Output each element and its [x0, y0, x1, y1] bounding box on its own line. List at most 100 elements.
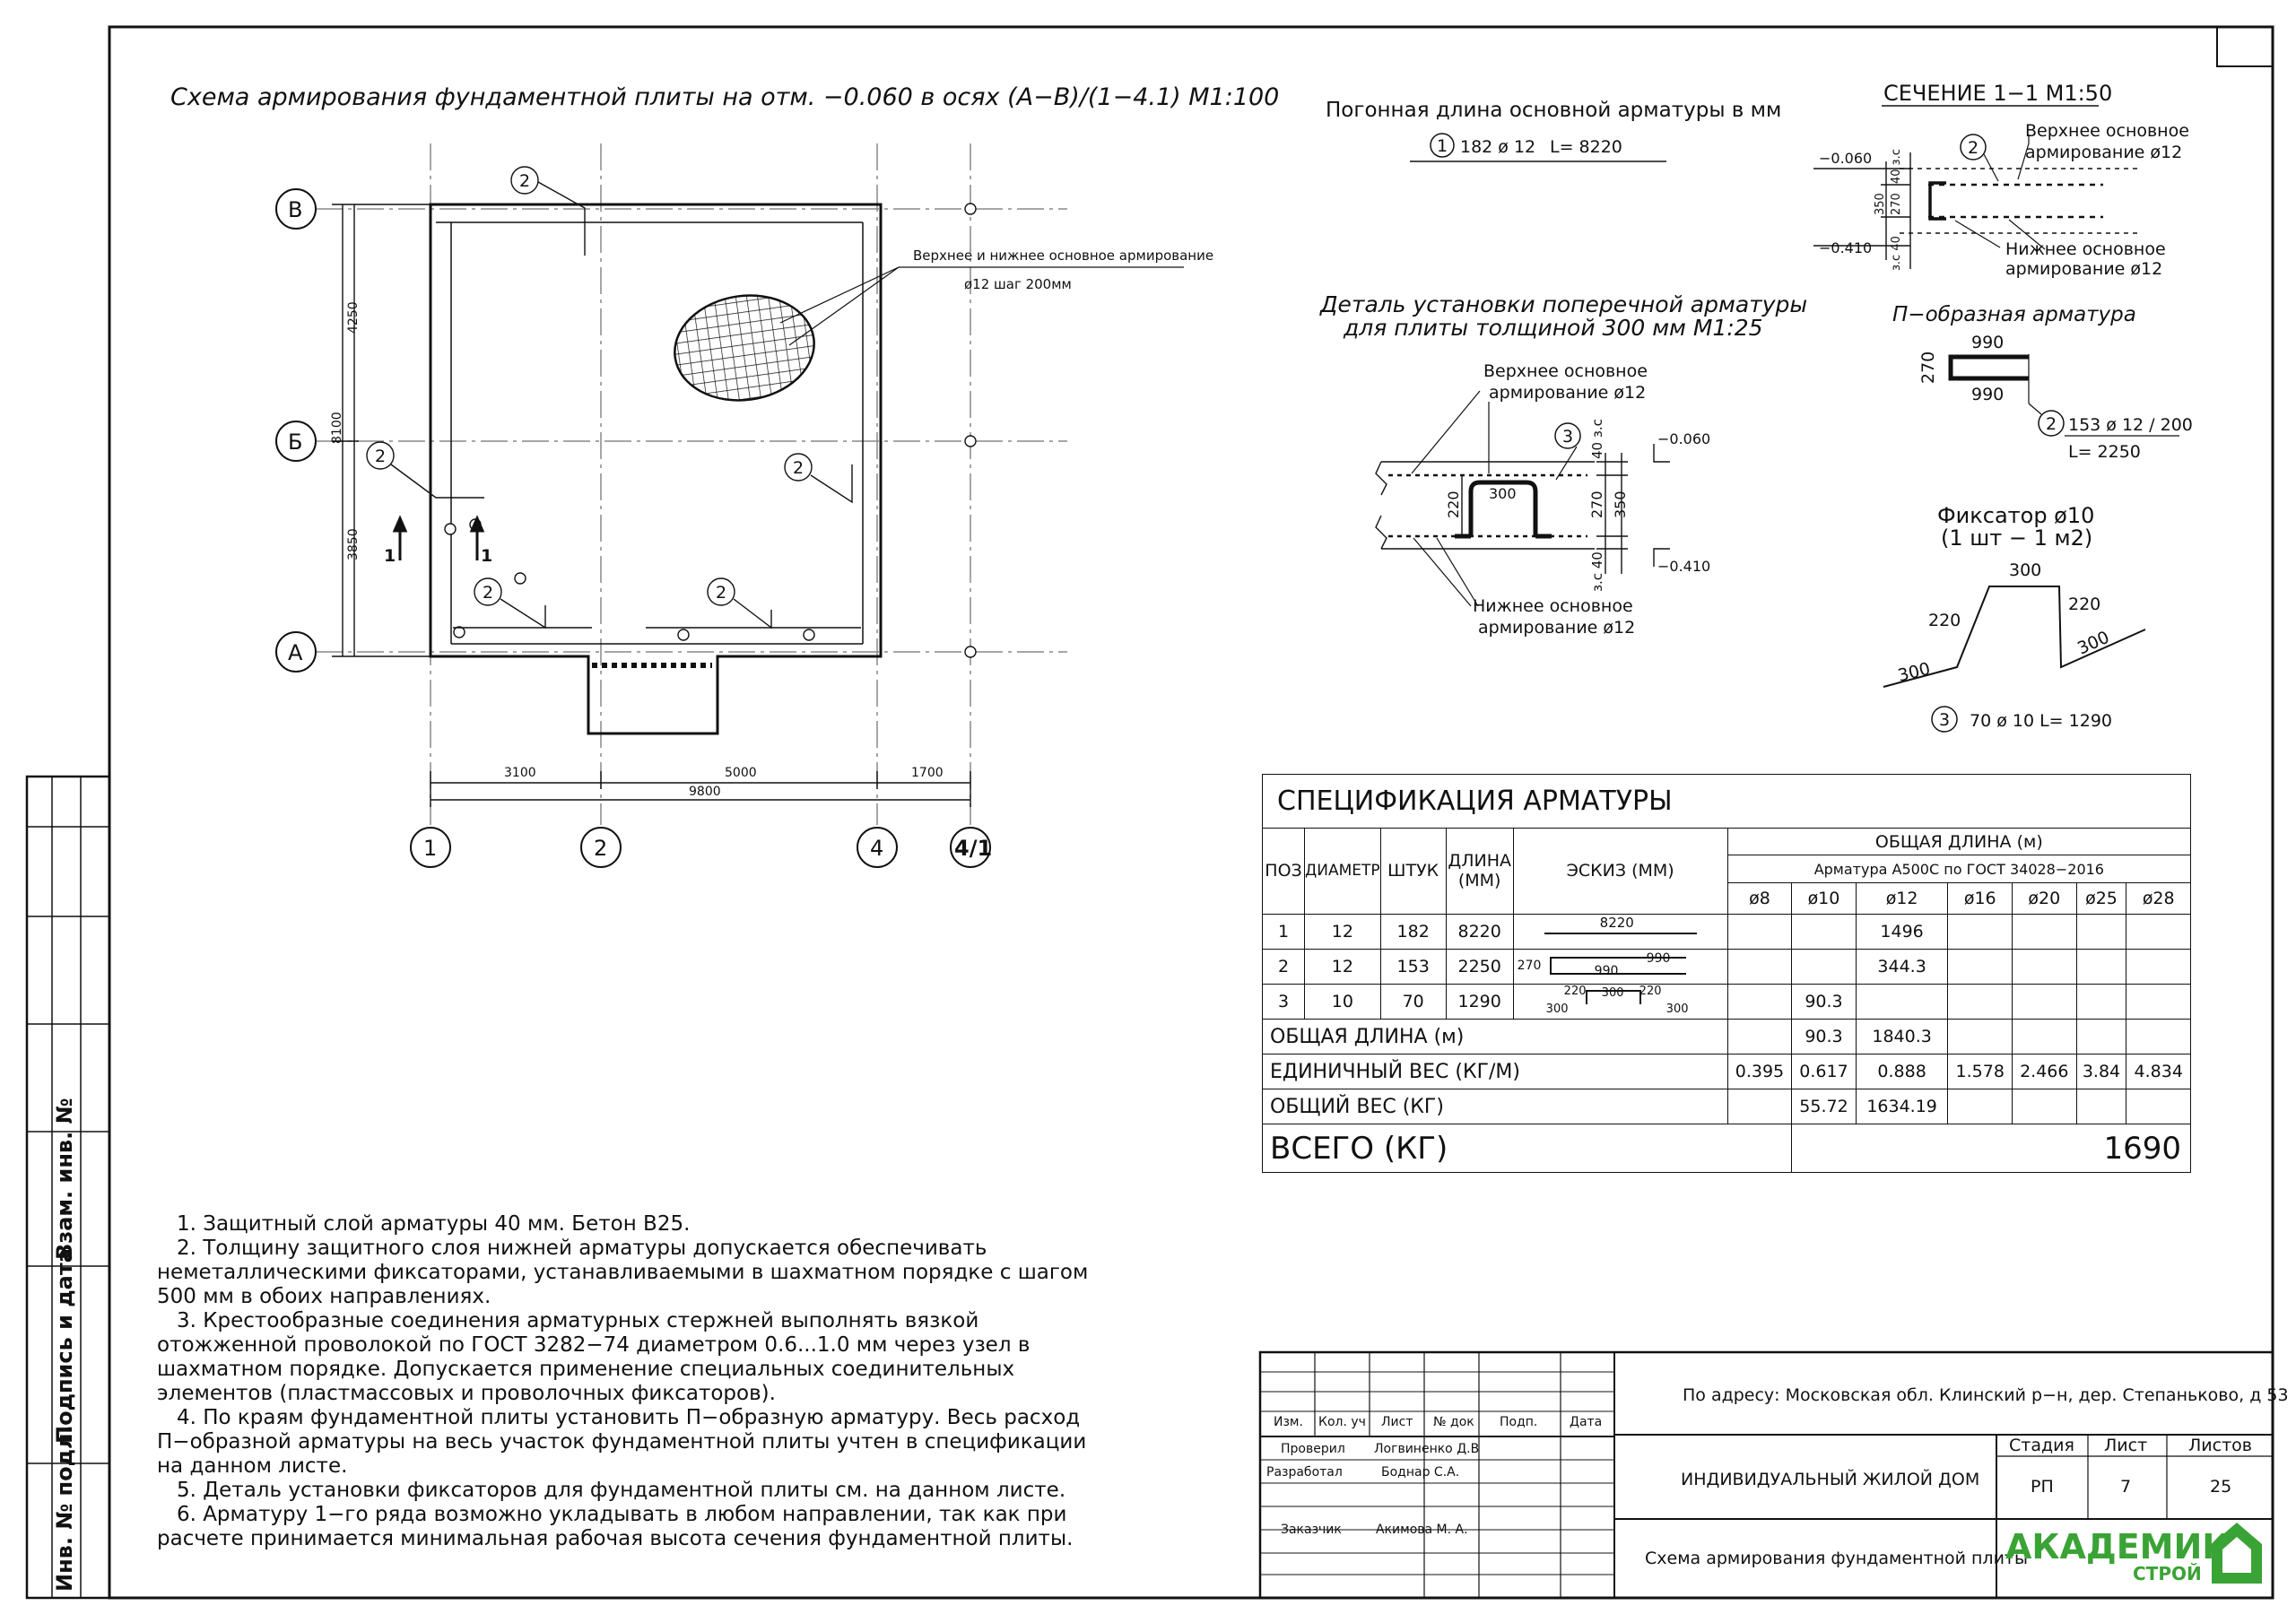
spec-cell: 1840.3 [1855, 1019, 1949, 1055]
spec-cell: 1 [1262, 914, 1305, 950]
section-bot-label-2: армирование ø12 [2005, 259, 2162, 279]
section-dim-270: 270 [1890, 193, 1903, 215]
spec-cell [1791, 914, 1857, 950]
spec-cell [1947, 949, 2013, 985]
spec-cell: 2 [1262, 949, 1305, 985]
sketch-3-d: 300 [1545, 1002, 1569, 1017]
stamp-logo-2: СТРОЙ [2133, 1563, 2202, 1584]
spec-cell: 1290 [1445, 984, 1514, 1020]
spec-unit-w-label: ЕДИНИЧНЫЙ ВЕС (КГ/М) [1262, 1054, 1728, 1090]
plan-title: Схема армирования фундаментной плиты на … [170, 83, 1279, 111]
table-row: 3 10 70 1290 220 300 220 300 300 90.3 [1262, 984, 2191, 1020]
stamp-r2-name: Боднар С.А. [1381, 1465, 1459, 1480]
spec-cell [2075, 1019, 2127, 1055]
spec-cell: 90.3 [1791, 984, 1857, 1020]
spec-cell: 0.617 [1791, 1054, 1857, 1090]
detail-350: 350 [1612, 490, 1629, 518]
spec-d-12: ø12 [1855, 882, 1949, 916]
spec-h-len: ДЛИНА (ММ) [1445, 827, 1514, 916]
stamp-logo-1: АКАДЕМИК [2005, 1527, 2230, 1567]
stamp-h-kol: Кол. уч [1318, 1415, 1366, 1429]
running-length-text: 182 ø 12 [1460, 137, 1535, 157]
section-top-mark: −0.060 [1819, 150, 1872, 167]
spec-h-pos: ПОЗ [1262, 827, 1305, 916]
axis-col-4-1: 4/1 [954, 836, 992, 861]
detail-220: 220 [1445, 490, 1462, 518]
mesh-note-1: Верхнее и нижнее основное армирование [913, 247, 1213, 264]
table-row: ОБЩАЯ ДЛИНА (м) 90.3 1840.3 [1262, 1019, 2191, 1055]
sketch-2: 270 990 990 [1512, 949, 1728, 985]
section-top-label-2: армирование ø12 [2025, 143, 2182, 162]
section-1-1: СЕЧЕНИЕ 1−1 М1:50 −0.060 −0.410 40 з.с 3… [1813, 81, 2189, 279]
axis-col-4: 4 [870, 836, 883, 861]
stamp-r2-role: Разработал [1266, 1465, 1343, 1480]
table-row: ВСЕГО (КГ) 1690 [1261, 1124, 2191, 1173]
spec-cell: 8220 [1445, 914, 1514, 950]
spec-cell: 12 [1304, 949, 1381, 985]
section-mark-left: 1 [384, 546, 396, 566]
sketch-3-b: 300 [1601, 986, 1624, 1001]
dim-3100: 3100 [504, 766, 536, 780]
spec-cell: 90.3 [1791, 1019, 1857, 1055]
sketch-1-bar [1544, 933, 1697, 935]
mesh-note-2: ø12 шаг 200мм [964, 276, 1072, 292]
spec-cell [2126, 1019, 2191, 1055]
spec-total-len-label: ОБЩАЯ ДЛИНА (м) [1262, 1019, 1728, 1055]
section-title: СЕЧЕНИЕ 1−1 М1:50 [1883, 81, 2112, 106]
callout-2-c: 2 [793, 458, 804, 478]
detail-title-2: для плиты толщиной 300 мм М1:25 [1343, 315, 1763, 341]
axis-col-2: 2 [594, 836, 607, 861]
detail-cover-top: 40 з.с [1589, 419, 1605, 459]
stamp-sheet-title: Схема армирования фундаментной плиты [1645, 1549, 2028, 1568]
sketch-3-c: 220 [1639, 985, 1662, 999]
spec-h-total: ОБЩАЯ ДЛИНА (м) [1726, 827, 2192, 856]
fixator-pos: 3 [1939, 710, 1950, 730]
spec-cell: 10 [1304, 984, 1381, 1020]
spec-cell: 153 [1379, 949, 1447, 985]
spec-d-16: ø16 [1947, 882, 2013, 916]
title-block-text: По адресу: Московская обл. Клинский р−н,… [1266, 1385, 2289, 1584]
u-bar: П−образная арматура 990 990 270 2 153 ø … [1892, 303, 2193, 462]
detail: Деталь установки поперечной арматуры для… [1319, 291, 1807, 638]
note-6: 6. Арматуру 1−го ряда возможно укладыват… [157, 1503, 1074, 1550]
axis-col-1: 1 [423, 836, 437, 861]
spec-cell: 12 [1304, 914, 1381, 950]
detail-top-mark: −0.060 [1657, 430, 1710, 447]
spec-cell [2126, 949, 2191, 985]
podp-label: Подпись и дата [52, 1248, 77, 1444]
sketch-2-a: 270 [1517, 959, 1542, 974]
sketch-2-shape [1549, 957, 1686, 976]
notes: 1. Защитный слой арматуры 40 мм. Бетон В… [157, 1212, 1108, 1551]
table-row: 2 12 153 2250 270 990 990 344.3 [1262, 949, 2191, 985]
stamp-h-sheet: Лист [2104, 1436, 2147, 1455]
section-top-label-1: Верхнее основное [2025, 121, 2189, 141]
note-3: 3. Крестообразные соединения арматурных … [157, 1309, 1037, 1405]
spec-d-8: ø8 [1726, 882, 1793, 916]
spec-cell: 3 [1262, 984, 1305, 1020]
u-bar-length: L= 2250 [2068, 442, 2141, 462]
spec-title: СПЕЦИФИКАЦИЯ АРМАТУРЫ [1262, 774, 2191, 829]
sketch-3-shape [1585, 990, 1641, 1005]
spec-cell [2012, 984, 2077, 1020]
sketch-3-e: 300 [1665, 1002, 1689, 1017]
section-pos: 2 [1968, 138, 1979, 158]
u-bar-pos: 2 [2046, 414, 2057, 434]
stamp-h-podp: Подп. [1500, 1415, 1537, 1429]
stamp-sheets: 25 [2210, 1477, 2231, 1497]
spec-cell: 1.578 [1947, 1054, 2013, 1090]
spec-cell [2126, 914, 2191, 950]
sketch-2-b: 990 [1594, 964, 1619, 979]
fixator-title-2: (1 шт − 1 м2) [1941, 525, 2092, 551]
fixator: Фиксатор ø10 (1 шт − 1 м2) 300 220 220 3… [1883, 503, 2146, 733]
spec-h-qty: ШТУК [1379, 827, 1447, 916]
spec-grand-label: ВСЕГО (КГ) [1261, 1124, 1793, 1173]
u-bar-text: 153 ø 12 / 200 [2068, 415, 2193, 435]
fixator-300-top: 300 [2009, 560, 2041, 580]
spec-table: СПЕЦИФИКАЦИЯ АРМАТУРЫ ПОЗ ДИАМЕТР ШТУК Д… [1261, 774, 2192, 1173]
detail-270: 270 [1588, 490, 1605, 518]
spec-cell: 55.72 [1791, 1089, 1857, 1125]
spec-h-steel: Арматура А500С по ГОСТ 34028−2016 [1726, 855, 2192, 884]
spec-cell: 3.84 [2075, 1054, 2127, 1090]
spec-cell: 2.466 [2012, 1054, 2077, 1090]
